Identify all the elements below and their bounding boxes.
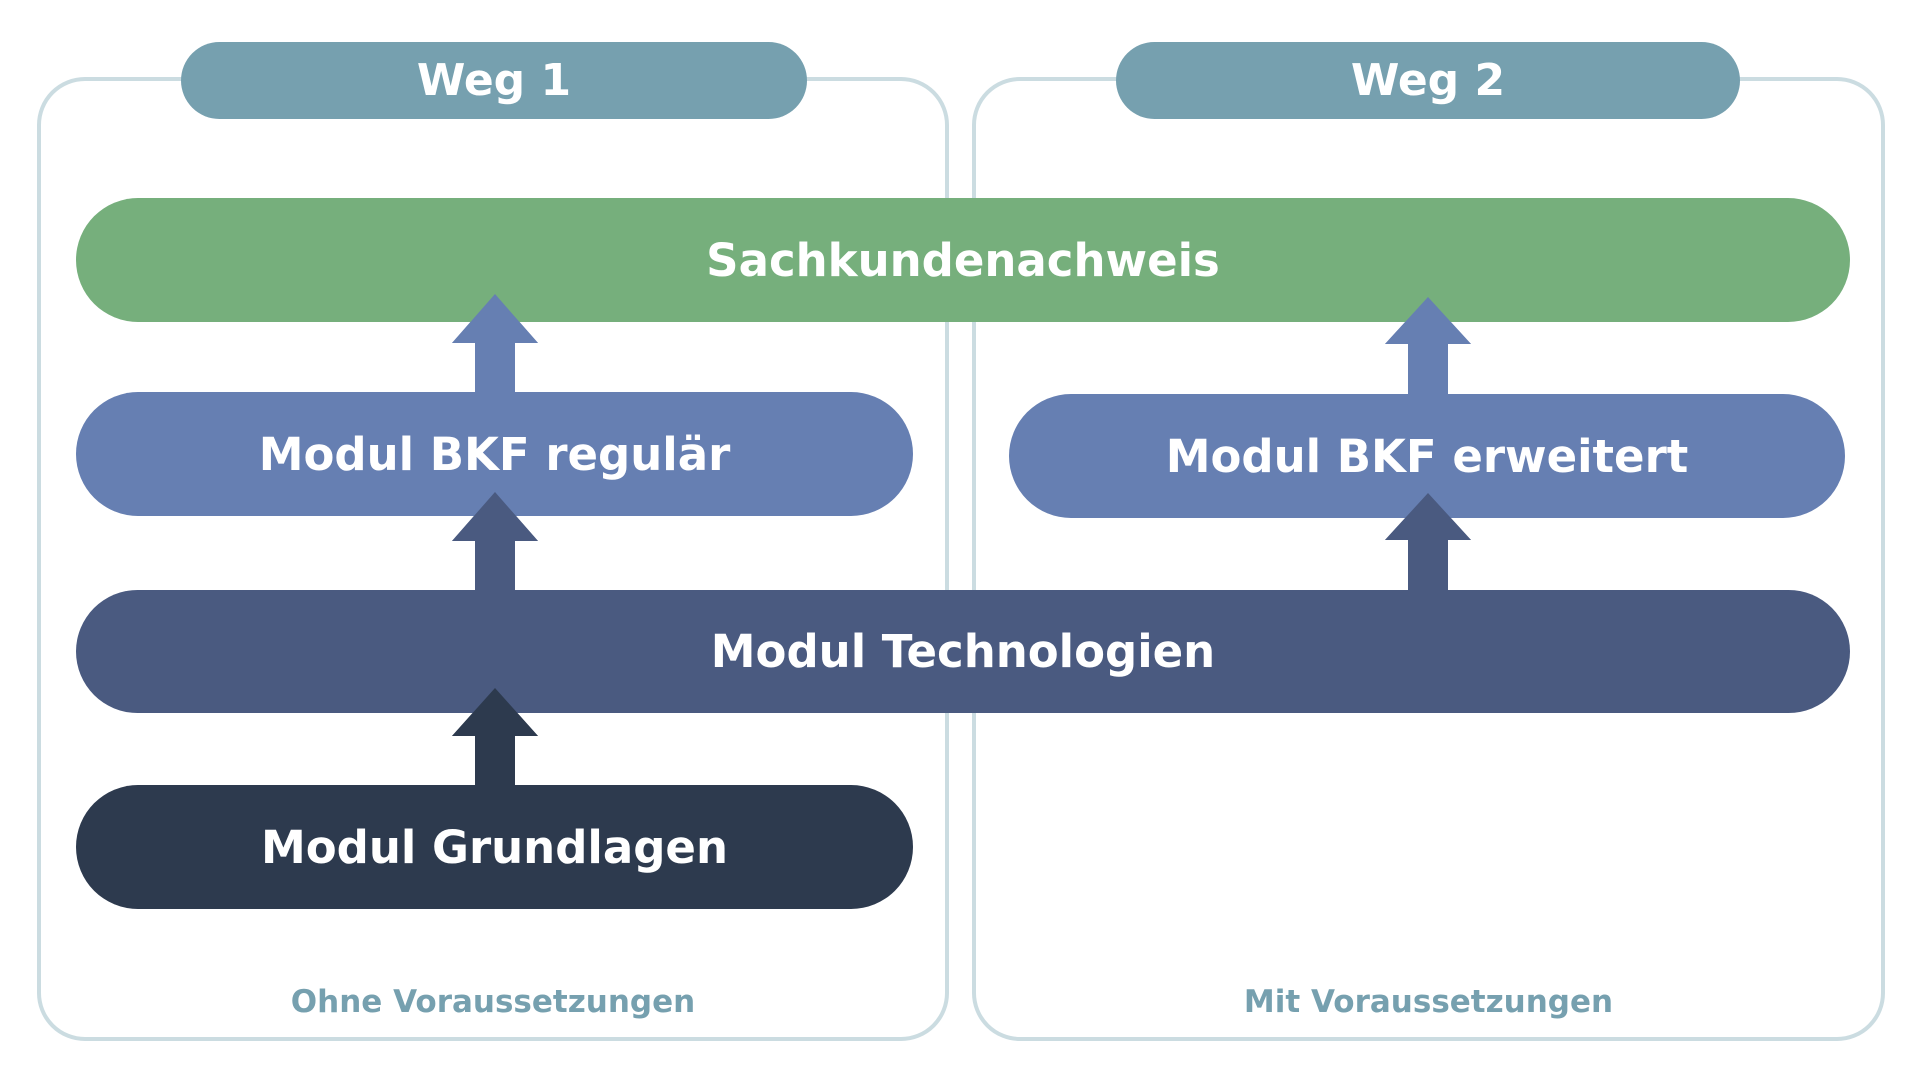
module-basics: Modul Grundlagen: [76, 785, 913, 909]
path-2-header: Weg 2: [1116, 42, 1740, 119]
module-bkf-regular: Modul BKF regulär: [76, 392, 913, 516]
module-sachkundenachweis: Sachkundenachweis: [76, 198, 1850, 322]
path-1-header: Weg 1: [181, 42, 807, 119]
module-bkf-extended: Modul BKF erweitert: [1009, 394, 1845, 518]
module-technologies: Modul Technologien: [76, 590, 1850, 713]
path-1-condition-label: Ohne Voraussetzungen: [290, 984, 696, 1020]
path-2-condition-label: Mit Voraussetzungen: [1243, 984, 1614, 1020]
